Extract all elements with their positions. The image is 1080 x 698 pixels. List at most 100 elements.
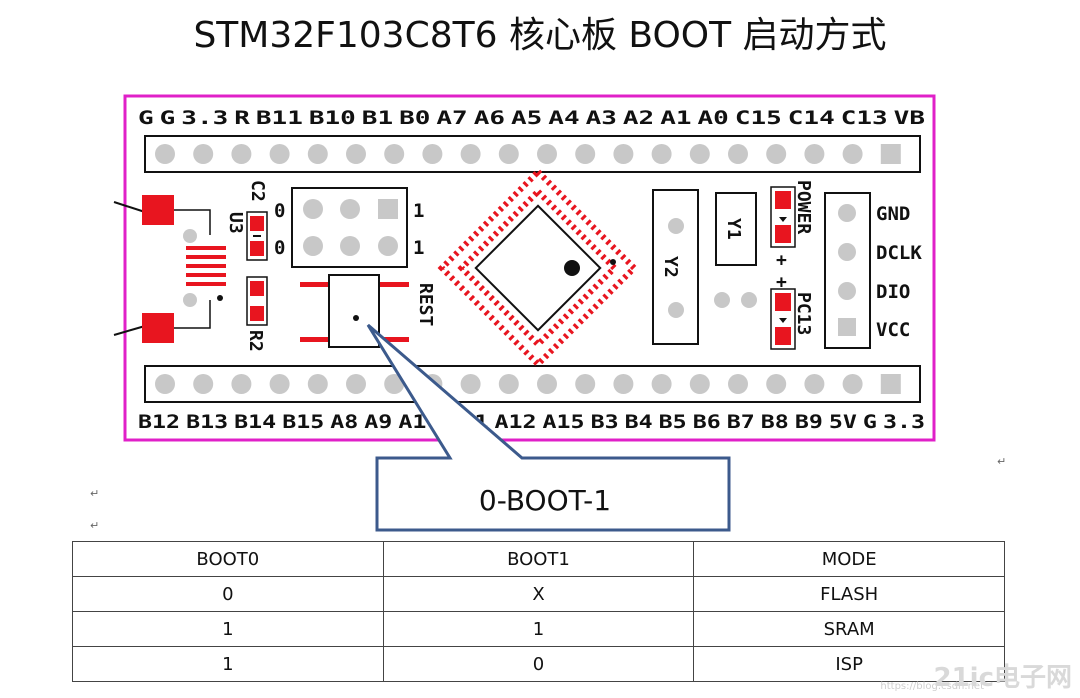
pc13-plus: + <box>776 272 787 293</box>
pin-label: A3 <box>586 107 617 129</box>
header-pin <box>384 144 405 164</box>
pin-label: C15 <box>735 107 782 129</box>
c2-label: C2 <box>247 180 268 202</box>
table-header-cell: BOOT1 <box>382 541 695 577</box>
pin-label: B8 <box>761 411 789 433</box>
boot0-right-label: 1 <box>413 200 424 222</box>
pin-label: B12 <box>138 411 180 433</box>
header-pin <box>689 374 710 394</box>
page-title: STM32F103C8T6 核心板 BOOT 启动方式 <box>193 15 887 56</box>
pin-label: 5V <box>829 411 857 433</box>
paragraph-mark: ↵ <box>997 455 1007 468</box>
header-pin <box>460 144 481 164</box>
header-pin <box>498 374 519 394</box>
usb-trace-bottom <box>174 300 211 329</box>
pin-label: A0 <box>698 107 729 129</box>
usb-edge-bottom <box>113 325 146 336</box>
swd-gnd-label: GND <box>876 203 910 225</box>
pin-label: B1 <box>362 107 393 129</box>
header-pin <box>460 374 481 394</box>
pin-label: A5 <box>511 107 542 129</box>
pin-label: 3.3 <box>181 107 228 129</box>
y1-crystal <box>715 192 757 266</box>
top-header-holes <box>155 144 901 164</box>
callout-text: 0-BOOT-1 <box>479 484 611 517</box>
r2-label: R2 <box>245 330 266 352</box>
pin-label: A15 <box>543 411 585 433</box>
u3-label: U3 <box>225 212 246 234</box>
pin-label: VB <box>894 107 925 129</box>
boot1-right-label: 1 <box>413 237 424 259</box>
c2-pad <box>250 216 264 231</box>
pin-label: 3.3 <box>883 411 925 433</box>
table-cell: 1 <box>382 611 695 647</box>
c2-pad <box>250 241 264 256</box>
usb-edge-top <box>113 201 146 213</box>
pin-label: B3 <box>591 411 619 433</box>
header-pin <box>613 144 634 164</box>
pin-label: B7 <box>727 411 755 433</box>
y2-label: Y2 <box>660 256 681 278</box>
table-cell: 0 <box>382 646 695 682</box>
reset-button <box>328 274 380 348</box>
table-header-cell: MODE <box>693 541 1005 577</box>
pin-label: A8 <box>330 411 358 433</box>
rest-label: REST <box>415 283 436 327</box>
pin-label: B14 <box>234 411 276 433</box>
top-header <box>144 135 921 173</box>
table-cell: 0 <box>72 576 384 612</box>
r2-pad <box>250 306 264 321</box>
pin-label: B9 <box>795 411 823 433</box>
header-pin <box>880 374 901 394</box>
power-plus: + <box>776 250 787 271</box>
table-cell: 1 <box>72 611 384 647</box>
header-pin <box>346 144 366 164</box>
header-pin <box>689 144 710 164</box>
pin-label: B5 <box>659 411 687 433</box>
table-cell: 1 <box>72 646 384 682</box>
pin-label: A12 <box>494 411 536 433</box>
header-pin <box>575 144 596 164</box>
pin-label: A1 <box>660 107 691 129</box>
table-cell: X <box>382 576 695 612</box>
pin-label: A7 <box>436 107 467 129</box>
header-pin <box>269 144 290 164</box>
boot1-left-label: 0 <box>274 237 285 259</box>
watermark-url: https://blog.csdn.net <box>880 681 984 692</box>
usb-pad-top <box>142 195 174 225</box>
pin-label: B4 <box>625 411 653 433</box>
usb-pin1-dot <box>217 295 223 301</box>
header-pin <box>766 374 787 394</box>
pin-label: B13 <box>186 411 228 433</box>
header-pin <box>575 374 596 394</box>
header-pin <box>728 374 748 394</box>
table-cell: FLASH <box>693 576 1005 612</box>
mcu-chip <box>437 167 639 369</box>
header-pin <box>880 144 901 164</box>
boot0-left-label: 0 <box>274 200 285 222</box>
header-pin <box>537 374 557 394</box>
header-pin <box>842 374 863 394</box>
pin-label: C13 <box>841 107 888 129</box>
bottom-pin-labels: B12B13B14B15A8A9A10A11A12A15B3B4B5B6B7B8… <box>138 411 925 433</box>
header-pin <box>804 144 825 164</box>
swd-dclk-label: DCLK <box>876 242 922 264</box>
usb-trace-top <box>174 209 211 235</box>
pin-label: B10 <box>309 107 356 129</box>
pin-label: B0 <box>399 107 430 129</box>
header-pin <box>231 144 252 164</box>
pin-label: B6 <box>693 411 721 433</box>
header-pin <box>613 374 634 394</box>
header-pin <box>651 144 672 164</box>
pin-label: G <box>160 107 176 129</box>
usb-pad-bottom <box>142 313 174 343</box>
header-pin <box>842 144 863 164</box>
pin-label: B15 <box>282 411 324 433</box>
header-pin <box>307 374 328 394</box>
header-pin <box>384 374 405 394</box>
